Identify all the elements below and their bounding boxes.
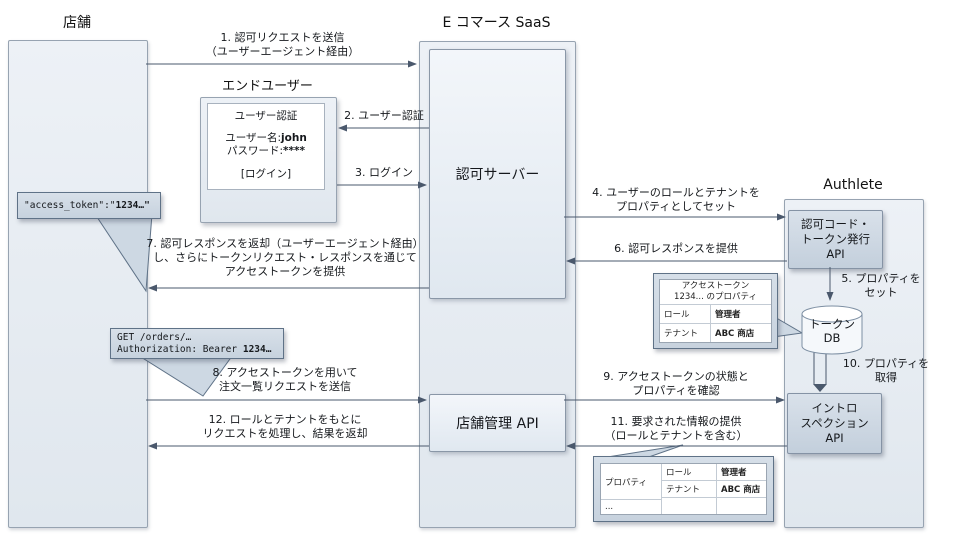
store-api-label: 店舗管理 API xyxy=(456,416,539,432)
property-table: プロパティ ... ロール 管理者 テナント ABC 商店 xyxy=(600,463,767,515)
message-4: 4. ユーザーのロールとテナントをプロパティとしてセット xyxy=(592,186,760,213)
cell-role-key: ロール xyxy=(660,305,711,323)
cell-more: ... xyxy=(605,502,614,512)
token-table-row-role: ロール 管理者 xyxy=(660,305,771,324)
cell-prop-tenant-value: ABC 商店 xyxy=(721,485,761,495)
token-table: アクセストークン 1234... のプロパティ ロール 管理者 テナント ABC… xyxy=(659,279,772,343)
introspection-line2: スペクション xyxy=(800,416,869,430)
message-2: 2. ユーザー認証 xyxy=(344,109,424,122)
get-orders-bubble: GET /orders/… Authorization: Bearer 1234… xyxy=(110,328,284,359)
cell-prop-role-value: 管理者 xyxy=(721,468,747,478)
username-row: ユーザー名:john xyxy=(208,132,324,145)
token-db-body xyxy=(801,314,863,355)
token-db-line1: トークン xyxy=(809,317,855,331)
code-api-line2: トークン発行 xyxy=(801,232,870,246)
token-table-header: アクセストークン 1234... のプロパティ xyxy=(660,280,771,305)
access-token-value: 1234…" xyxy=(115,199,150,211)
auth-server-box: 認可サーバー xyxy=(429,49,566,299)
message-10: 10. プロパティを取得 xyxy=(842,357,930,384)
message-5: 5. プロパティをセット xyxy=(841,272,921,299)
code-api-line1: 認可コード・ xyxy=(801,217,870,231)
login-form: ユーザー認証 ユーザー名:john パスワード:**** [ログイン] xyxy=(207,103,325,190)
token-db-top xyxy=(801,305,863,323)
token-db-line2: DB xyxy=(823,331,841,345)
code-api-line3: API xyxy=(826,247,845,261)
cell-role-value: 管理者 xyxy=(715,310,741,320)
arrow-10-head xyxy=(813,384,827,392)
message-11: 11. 要求された情報の提供（ロールとテナントを含む） xyxy=(604,415,748,442)
username-value: john xyxy=(281,132,307,144)
message-7: 7. 認可レスポンスを返却（ユーザーエージェント経由）し、さらにトークンリクエス… xyxy=(146,237,424,278)
password-label: パスワード: xyxy=(226,145,284,157)
authlete-title: Authlete xyxy=(823,177,883,193)
message-12: 12. ロールとテナントをもとにリクエストを処理し、結果を返却 xyxy=(202,413,368,440)
get-orders-line1: GET /orders/… xyxy=(117,332,192,343)
login-button: [ログイン] xyxy=(240,168,292,180)
token-db-label: トークン DB xyxy=(802,317,862,345)
property-table-callout: プロパティ ... ロール 管理者 テナント ABC 商店 xyxy=(593,456,774,522)
message-3: 3. ログイン xyxy=(355,166,413,179)
cell-tenant-key: テナント xyxy=(660,324,711,342)
cell-empty2 xyxy=(717,498,766,514)
property-table-col23: ロール 管理者 テナント ABC 商店 xyxy=(662,464,766,514)
cell-prop-tenant-key: テナント xyxy=(662,481,717,497)
store-api-box: 店舗管理 API xyxy=(429,394,566,452)
login-form-title: ユーザー認証 xyxy=(234,110,298,122)
message-6: 6. 認可レスポンスを提供 xyxy=(614,242,738,255)
introspection-line3: API xyxy=(825,431,844,445)
property-row-tenant: テナント ABC 商店 xyxy=(662,481,766,498)
message-8: 8. アクセストークンを用いて注文一覧リクエストを送信 xyxy=(212,366,358,393)
property-row-empty xyxy=(662,498,766,514)
cell-tenant-value: ABC 商店 xyxy=(715,329,755,339)
store-lane xyxy=(8,40,148,528)
access-token-bubble: "access_token":"1234…" xyxy=(17,192,161,219)
cell-empty1 xyxy=(662,498,717,514)
enduser-panel: ユーザー認証 ユーザー名:john パスワード:**** [ログイン] xyxy=(200,97,337,223)
cell-property-label: プロパティ xyxy=(601,464,661,500)
enduser-title: エンドユーザー xyxy=(222,79,313,94)
store-title: 店舗 xyxy=(63,15,91,31)
auth-server-label: 認可サーバー xyxy=(455,167,540,183)
saas-title: E コマース SaaS xyxy=(442,15,551,31)
token-table-callout: アクセストークン 1234... のプロパティ ロール 管理者 テナント ABC… xyxy=(653,273,778,349)
introspection-line1: イントロ xyxy=(811,401,858,415)
token-table-row-tenant: テナント ABC 商店 xyxy=(660,324,771,342)
property-row-role: ロール 管理者 xyxy=(662,464,766,481)
cell-prop-role-key: ロール xyxy=(662,464,717,480)
password-value: **** xyxy=(283,145,305,157)
get-orders-line2: Authorization: Bearer 1234… xyxy=(117,344,272,355)
password-row: パスワード:**** xyxy=(208,145,324,158)
property-table-col1: プロパティ ... xyxy=(601,464,662,514)
introspection-api-box: イントロ スペクション API xyxy=(787,393,882,454)
code-api-box: 認可コード・ トークン発行 API xyxy=(788,210,883,269)
message-1: 1. 認可リクエストを送信（ユーザーエージェント経由） xyxy=(205,31,360,58)
username-label: ユーザー名: xyxy=(225,132,282,144)
access-token-text: "access_token":" xyxy=(24,199,116,211)
message-9: 9. アクセストークンの状態とプロパティを確認 xyxy=(603,370,749,397)
